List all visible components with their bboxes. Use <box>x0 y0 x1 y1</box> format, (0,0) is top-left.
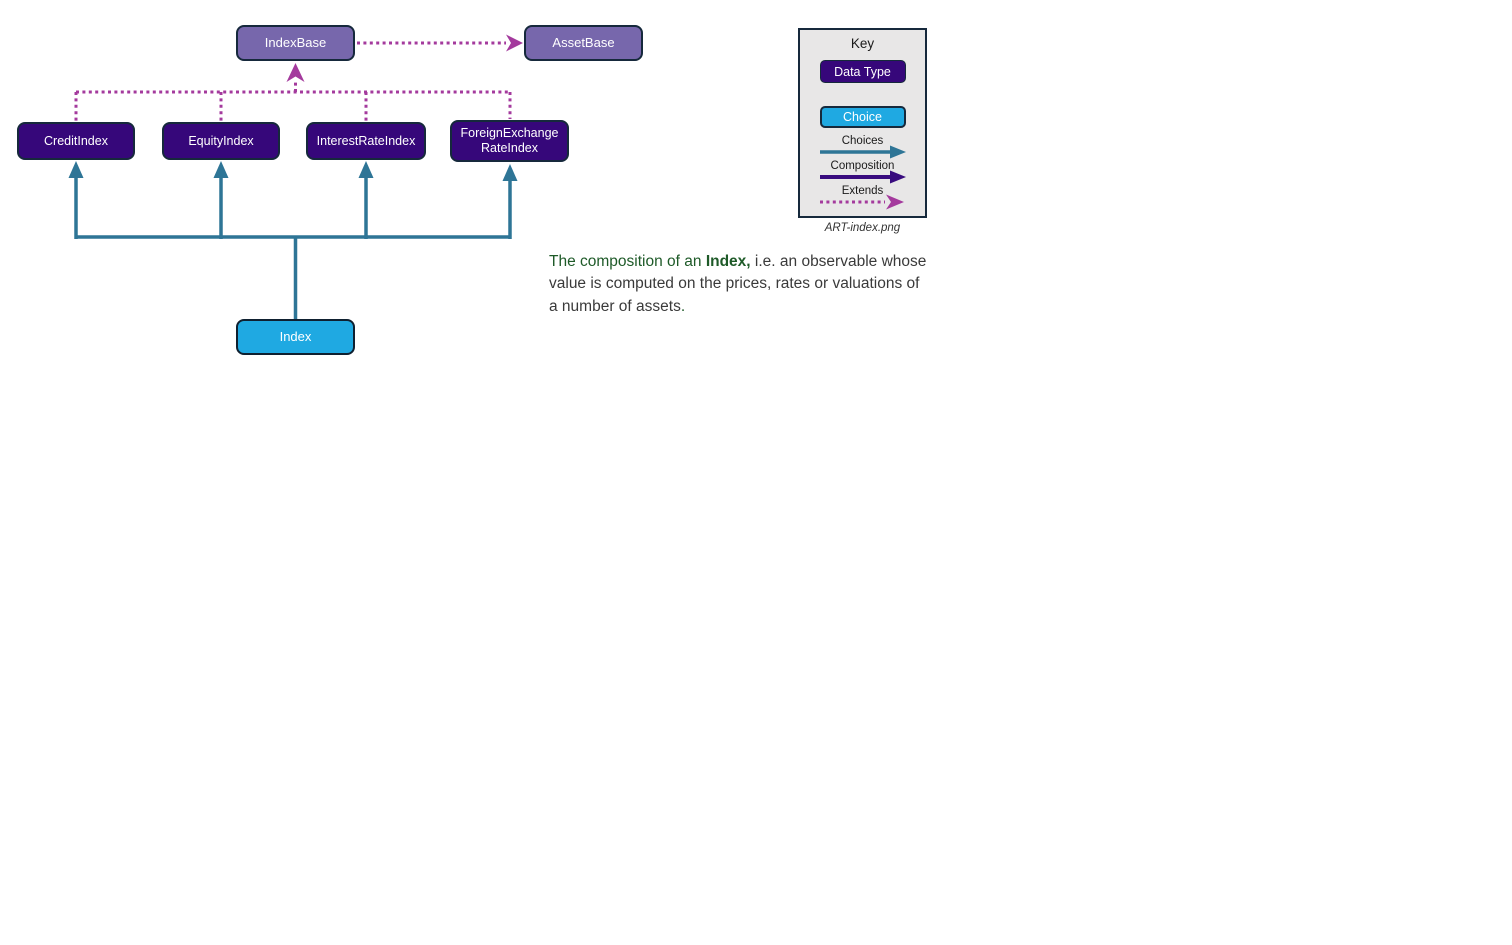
node-index: Index <box>236 319 355 355</box>
key-composition-label: Composition <box>830 160 895 172</box>
choices-connectors <box>74 176 512 320</box>
key-extends-label: Extends <box>841 185 884 197</box>
node-interestrateindex: InterestRateIndex <box>306 122 426 160</box>
key-caption: ART-index.png <box>824 222 901 234</box>
key-datatype-swatch: Data Type <box>819 60 906 83</box>
key-row-composition: Composition <box>817 160 909 185</box>
extends-arrow-icon <box>819 194 904 210</box>
choices-arrowheads <box>68 161 518 181</box>
composition-arrow-icon <box>819 170 906 184</box>
node-equityindex: EquityIndex <box>162 122 280 160</box>
description-term: Index, <box>705 253 751 270</box>
description-lead: The composition of an <box>549 253 706 270</box>
description-body: i.e. an observable whose value is comput… <box>549 253 927 315</box>
node-foreignexchangerateindex: ForeignExchange RateIndex <box>450 120 569 162</box>
key-title: Key <box>850 36 875 51</box>
description-text: The composition of an Index, i.e. an obs… <box>549 251 931 318</box>
node-assetbase: AssetBase <box>524 25 643 61</box>
choices-arrow-icon <box>819 145 906 159</box>
node-label-line: RateIndex <box>481 141 538 155</box>
node-creditindex: CreditIndex <box>17 122 135 160</box>
key-panel: Key Data Type Choice Choices Composition… <box>798 28 927 218</box>
key-row-extends: Extends <box>817 185 909 210</box>
node-indexbase: IndexBase <box>236 25 355 61</box>
key-row-choices: Choices <box>817 135 909 160</box>
key-choice-swatch: Choice <box>819 106 906 128</box>
node-label-line: ForeignExchange <box>460 126 559 140</box>
key-choices-label: Choices <box>841 135 884 147</box>
description-period: . <box>680 297 686 315</box>
